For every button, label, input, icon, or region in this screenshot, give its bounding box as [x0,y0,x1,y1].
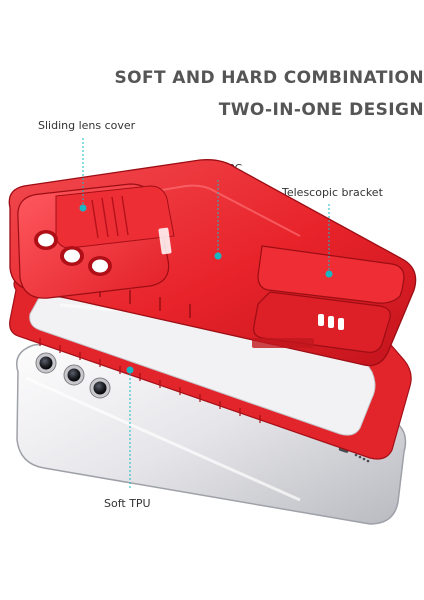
side-cutout [158,227,172,255]
slider-grip-ribs [91,195,129,239]
headline-line-2: TWO-IN-ONE DESIGN [218,100,424,120]
phone-speaker-grille [354,453,370,463]
callout-hard-pc [214,180,222,260]
callout-label-telescopic-bracket: Telescopic bracket [282,186,383,199]
phone [16,328,407,525]
sliding-lens-cover [17,183,175,299]
callout-telescopic-bracket [325,204,333,278]
callout-soft-tpu [126,366,134,490]
callout-label-sliding-lens-cover: Sliding lens cover [38,119,136,132]
bracket-base [252,338,314,348]
headline-line-1: SOFT AND HARD COMBINATION [114,68,424,88]
bracket-hinge-slots [318,314,344,330]
callout-label-soft-tpu: Soft TPU [104,497,151,510]
camera-cutouts [34,230,112,276]
phone-camera-lenses [35,352,111,399]
tpu-bumper-ridges [39,338,261,423]
telescopic-bracket [252,245,405,353]
callout-sliding-lens-cover [79,138,87,212]
